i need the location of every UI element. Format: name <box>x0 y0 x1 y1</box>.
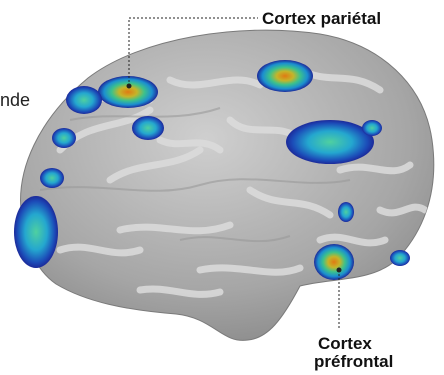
label-prefrontal-line2: préfrontal <box>314 352 393 371</box>
activation-superior <box>257 60 313 92</box>
clipped-text-line: nde <box>0 90 30 110</box>
activation-anterior <box>338 202 354 222</box>
activation-occipital-a <box>14 196 58 268</box>
label-parietal: Cortex pariétal <box>262 9 381 28</box>
activation-central <box>286 120 374 164</box>
activation-left-small <box>132 116 164 140</box>
activation-occipital-b <box>40 168 64 188</box>
parietal-marker <box>127 84 132 89</box>
activation-occipital-c <box>52 128 76 148</box>
brain-surface <box>21 30 434 340</box>
prefrontal-marker <box>337 268 342 273</box>
activation-parietal <box>98 76 158 108</box>
activation-frontal-small <box>362 120 382 136</box>
activation-prefrontal <box>314 244 354 280</box>
activation-far-frontal <box>390 250 410 266</box>
activation-left-cluster <box>66 86 102 114</box>
label-prefrontal-line1: Cortex <box>318 334 372 353</box>
